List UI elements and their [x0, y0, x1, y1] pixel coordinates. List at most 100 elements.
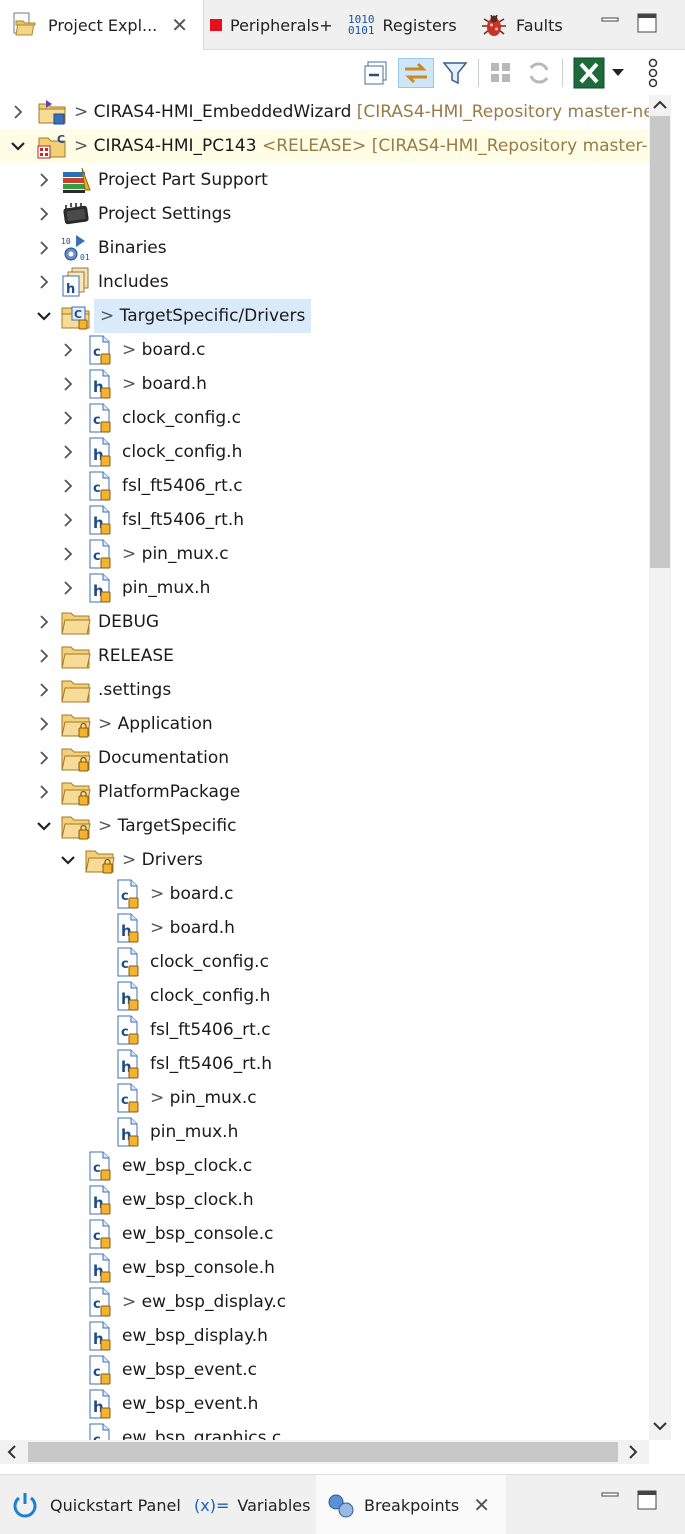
- tree-item-label: fsl_ft5406_rt.h: [122, 503, 244, 537]
- scroll-up-icon[interactable]: [653, 99, 667, 111]
- tab-faults[interactable]: Faults: [478, 0, 563, 50]
- tab-peripherals[interactable]: Peripherals+: [210, 0, 333, 50]
- tree-item-label: > CIRAS4-HMI_EmbeddedWizard [CIRAS4-HMI_…: [74, 95, 649, 129]
- focus-icon[interactable]: [486, 58, 516, 88]
- tree-item[interactable]: c> pin_mux.c: [0, 537, 649, 571]
- chevron-right-icon[interactable]: [34, 639, 54, 673]
- tree-item[interactable]: C> CIRAS4-HMI_PC143 <RELEASE> [CIRAS4-HM…: [0, 129, 649, 163]
- tree-item[interactable]: h> board.h: [0, 367, 649, 401]
- tree-item[interactable]: c> pin_mux.c: [0, 1081, 649, 1115]
- maximize-icon[interactable]: [636, 1489, 658, 1515]
- toolbar-separator: [478, 59, 479, 87]
- tree-item[interactable]: Documentation: [0, 741, 649, 775]
- chevron-right-icon[interactable]: [58, 571, 78, 605]
- chevron-right-icon[interactable]: [58, 401, 78, 435]
- tree-item-label: > ew_bsp_display.c: [122, 1285, 286, 1319]
- tree-item[interactable]: .settings: [0, 673, 649, 707]
- tree-item[interactable]: > TargetSpecific: [0, 809, 649, 843]
- tab-registers[interactable]: 1010 0101 Registers: [348, 0, 457, 50]
- minimize-icon[interactable]: [600, 14, 620, 38]
- tree-item[interactable]: cew_bsp_graphics.c: [0, 1421, 649, 1440]
- sync-icon[interactable]: [524, 58, 554, 88]
- tree-item[interactable]: Project Settings: [0, 197, 649, 231]
- chevron-right-icon[interactable]: [34, 265, 54, 299]
- vertical-scroll-thumb[interactable]: [650, 116, 670, 568]
- tree-item[interactable]: c> board.c: [0, 877, 649, 911]
- chevron-right-icon[interactable]: [34, 231, 54, 265]
- scroll-left-icon[interactable]: [6, 1445, 18, 1459]
- tab-breakpoints[interactable]: Breakpoints ✕: [316, 1475, 506, 1534]
- chevron-right-icon[interactable]: [34, 673, 54, 707]
- tree-item[interactable]: C> TargetSpecific/Drivers: [0, 299, 649, 333]
- excel-icon[interactable]: [572, 56, 606, 90]
- chevron-right-icon[interactable]: [34, 163, 54, 197]
- scroll-down-icon[interactable]: [653, 1420, 667, 1432]
- scroll-right-icon[interactable]: [627, 1445, 639, 1459]
- tree-item[interactable]: PlatformPackage: [0, 775, 649, 809]
- chevron-right-icon[interactable]: [34, 775, 54, 809]
- chevron-down-icon[interactable]: [34, 299, 54, 333]
- close-icon[interactable]: ✕: [171, 13, 189, 37]
- chevron-right-icon[interactable]: [58, 435, 78, 469]
- tree-item[interactable]: c> board.c: [0, 333, 649, 367]
- chevron-down-icon[interactable]: [34, 809, 54, 843]
- git-dirty-marker: >: [74, 102, 94, 122]
- chevron-right-icon[interactable]: [34, 707, 54, 741]
- dropdown-arrow-icon[interactable]: [606, 58, 630, 88]
- c-file-icon: c: [84, 1354, 116, 1386]
- tree-item[interactable]: Project Part Support: [0, 163, 649, 197]
- chevron-right-icon[interactable]: [34, 605, 54, 639]
- tab-variables[interactable]: (x)= Variables: [194, 1475, 310, 1534]
- tree-item[interactable]: h> board.h: [0, 911, 649, 945]
- filter-icon[interactable]: [440, 58, 470, 88]
- chevron-right-icon[interactable]: [58, 537, 78, 571]
- tree-item[interactable]: RELEASE: [0, 639, 649, 673]
- chevron-right-icon[interactable]: [58, 333, 78, 367]
- chevron-down-icon[interactable]: [58, 843, 78, 877]
- tree-item[interactable]: > Drivers: [0, 843, 649, 877]
- tab-project-explorer[interactable]: Project Expl... ✕: [0, 0, 204, 50]
- chevron-down-icon[interactable]: [8, 129, 28, 163]
- c-file-icon: c: [84, 1218, 116, 1250]
- chevron-right-icon[interactable]: [8, 95, 28, 129]
- tree-item[interactable]: c> ew_bsp_display.c: [0, 1285, 649, 1319]
- tree-item[interactable]: DEBUG: [0, 605, 649, 639]
- view-menu-icon[interactable]: [640, 58, 666, 88]
- tab-quickstart-panel[interactable]: Quickstart Panel: [10, 1475, 181, 1534]
- c-file-icon: c: [84, 470, 116, 502]
- close-icon[interactable]: ✕: [473, 1493, 491, 1517]
- minimize-icon[interactable]: [600, 1489, 620, 1513]
- maximize-icon[interactable]: [636, 12, 658, 38]
- folder-icon: [60, 640, 92, 672]
- chevron-right-icon[interactable]: [34, 741, 54, 775]
- chevron-right-icon[interactable]: [58, 469, 78, 503]
- chevron-right-icon[interactable]: [58, 503, 78, 537]
- svg-text:c: c: [93, 1229, 101, 1244]
- tree-item[interactable]: > CIRAS4-HMI_EmbeddedWizard [CIRAS4-HMI_…: [0, 95, 649, 129]
- collapse-all-icon[interactable]: [362, 58, 392, 88]
- chevron-right-icon[interactable]: [34, 197, 54, 231]
- tree-item[interactable]: > Application: [0, 707, 649, 741]
- horizontal-scroll-thumb[interactable]: [28, 1442, 618, 1462]
- link-with-editor-icon[interactable]: [398, 58, 434, 88]
- chevron-right-icon[interactable]: [58, 367, 78, 401]
